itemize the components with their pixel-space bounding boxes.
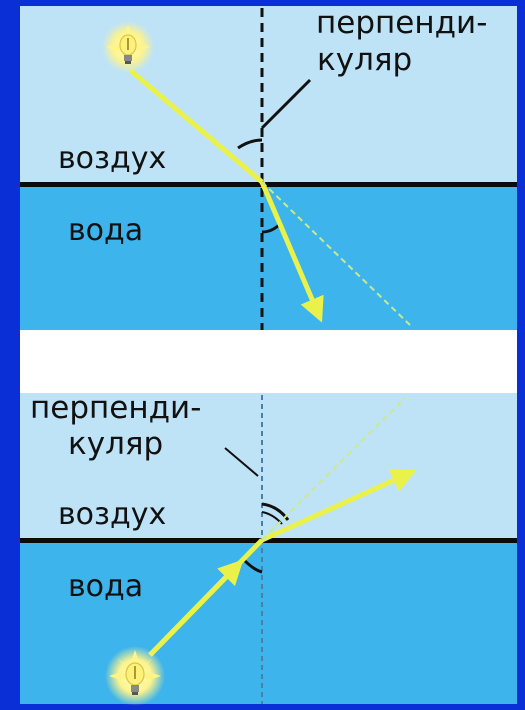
top-water-region	[20, 186, 517, 330]
bottom-incidence-angle-arc	[242, 558, 263, 574]
bottom-interface-line	[20, 538, 517, 543]
bottom-air-label: воздух	[58, 497, 166, 532]
bottom-refraction-angle-arc	[261, 502, 290, 521]
top-water-label: вода	[68, 213, 143, 248]
top-panel: перпенди- куляр воздух вода	[20, 5, 517, 330]
bottom-refracted-ray	[260, 468, 417, 543]
top-perpendicular-label-1: перпенди-	[316, 5, 487, 41]
top-refracted-ray	[259, 181, 324, 323]
top-perpendicular-pointer	[260, 78, 312, 130]
panel-separator	[20, 330, 517, 393]
top-air-label: воздух	[58, 141, 166, 176]
top-interface-line	[20, 182, 517, 187]
bottom-water-region	[20, 542, 517, 704]
bottom-water-label: вода	[68, 569, 143, 604]
bottom-perpendicular-label-1: перпенди-	[30, 390, 201, 426]
bottom-light-bulb-icon	[105, 646, 165, 706]
top-incidence-angle-arc	[237, 138, 263, 150]
bottom-straight-continuation	[261, 397, 406, 541]
bottom-perpendicular-pointer	[224, 447, 259, 477]
top-incident-ray	[128, 68, 264, 184]
top-air-region	[20, 6, 517, 183]
bottom-perpendicular-label-2: куляр	[68, 426, 163, 462]
bottom-incident-ray-arrow	[148, 559, 244, 657]
top-light-bulb-icon	[102, 21, 154, 73]
top-straight-continuation	[261, 181, 411, 326]
top-perpendicular-label-2: куляр	[317, 42, 412, 78]
bottom-panel: перпенди- куляр воздух вода	[20, 390, 517, 706]
